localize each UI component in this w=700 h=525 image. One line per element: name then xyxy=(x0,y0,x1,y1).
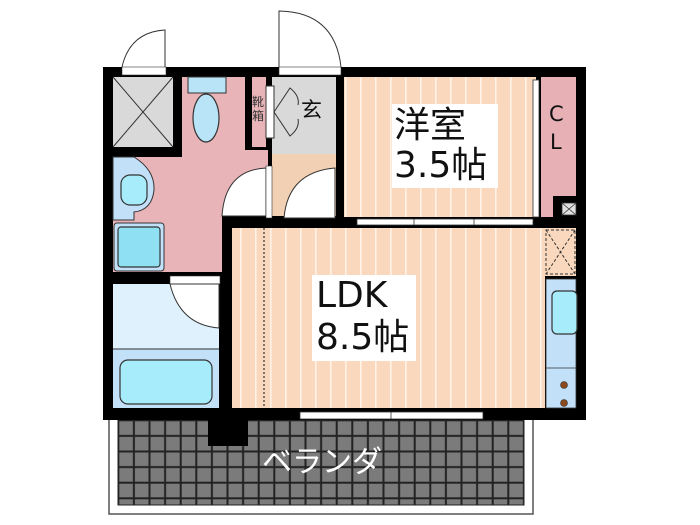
closet xyxy=(541,77,576,217)
kitchen xyxy=(545,228,578,409)
closet-label-l: L xyxy=(550,130,562,154)
stove-burner-icon xyxy=(560,381,568,389)
door-swings xyxy=(121,10,342,329)
vent-icon xyxy=(561,202,577,216)
storage-box xyxy=(112,76,174,148)
balcony-window xyxy=(299,411,484,420)
closet-label-c: C xyxy=(549,102,564,126)
ldk-name: LDK xyxy=(316,275,388,316)
balcony xyxy=(108,417,534,515)
entrance xyxy=(265,77,336,216)
shoe-box-label-2: 箱 xyxy=(252,109,265,123)
western-room-name: 洋室 xyxy=(394,105,467,146)
shoe-box-label-1: 靴 xyxy=(252,95,265,109)
washroom xyxy=(112,76,268,272)
stove-burner-icon xyxy=(560,399,568,407)
ldk-size: 8.5帖 xyxy=(316,317,410,358)
shoe-box xyxy=(252,77,266,147)
entrance-label: 玄 xyxy=(301,98,322,122)
western-room-size: 3.5帖 xyxy=(394,145,488,186)
balcony-label: ベランダ xyxy=(262,445,382,480)
